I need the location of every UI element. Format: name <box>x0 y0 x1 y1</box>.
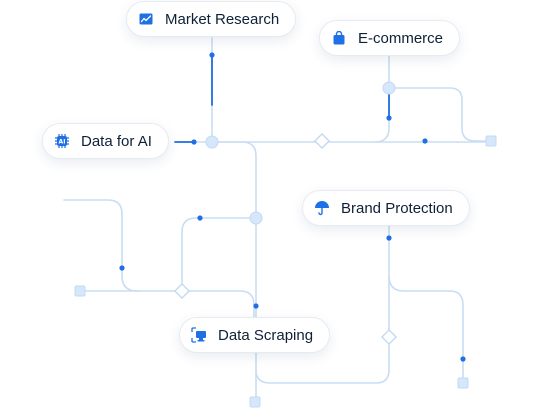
dot-market-research <box>209 52 215 58</box>
dot-right <box>422 138 428 144</box>
scraping-icon <box>190 326 208 344</box>
left-branch-line <box>181 217 257 293</box>
endpoint-right <box>485 135 497 147</box>
node-market-research[interactable]: Market Research <box>126 1 297 37</box>
junction-mid <box>249 211 263 225</box>
left-incoming-line <box>63 199 255 319</box>
dot-left-branch <box>197 215 203 221</box>
dot-hub-down <box>253 303 259 309</box>
svg-text:AI: AI <box>59 139 66 146</box>
node-label: Data for AI <box>81 132 152 150</box>
shopping-bag-icon <box>330 29 348 47</box>
junction-hub <box>205 135 219 149</box>
hub-vertical-line <box>211 141 257 403</box>
junction-ecommerce <box>382 81 396 95</box>
node-label: Data Scraping <box>218 326 314 344</box>
dot-brand <box>386 235 392 241</box>
dot-data-for-ai <box>191 139 197 145</box>
diamond-main <box>313 132 331 150</box>
endpoint-left <box>74 285 86 297</box>
node-label: E-commerce <box>358 29 444 47</box>
brand-bottom-line <box>255 225 390 384</box>
node-brand-protection[interactable]: Brand Protection <box>302 190 470 226</box>
node-label: Market Research <box>165 10 280 28</box>
dot-brand-right <box>460 356 466 362</box>
endpoint-brand-right <box>457 377 469 389</box>
dot-left-incoming <box>119 265 125 271</box>
diamond-left <box>173 282 191 300</box>
dot-ecommerce <box>386 115 392 121</box>
node-data-for-ai[interactable]: AI Data for AI <box>42 123 169 159</box>
ai-chip-icon: AI <box>53 132 71 150</box>
node-data-scraping[interactable]: Data Scraping <box>179 317 331 353</box>
ecommerce-left-branch <box>374 87 390 143</box>
umbrella-icon <box>313 199 331 217</box>
node-ecommerce[interactable]: E-commerce <box>319 20 461 56</box>
node-label: Brand Protection <box>341 199 453 217</box>
ecommerce-right-branch <box>388 87 492 142</box>
chart-image-icon <box>137 10 155 28</box>
diamond-brand <box>380 328 398 346</box>
brand-right-line <box>388 275 464 384</box>
endpoint-bottom <box>249 396 261 408</box>
